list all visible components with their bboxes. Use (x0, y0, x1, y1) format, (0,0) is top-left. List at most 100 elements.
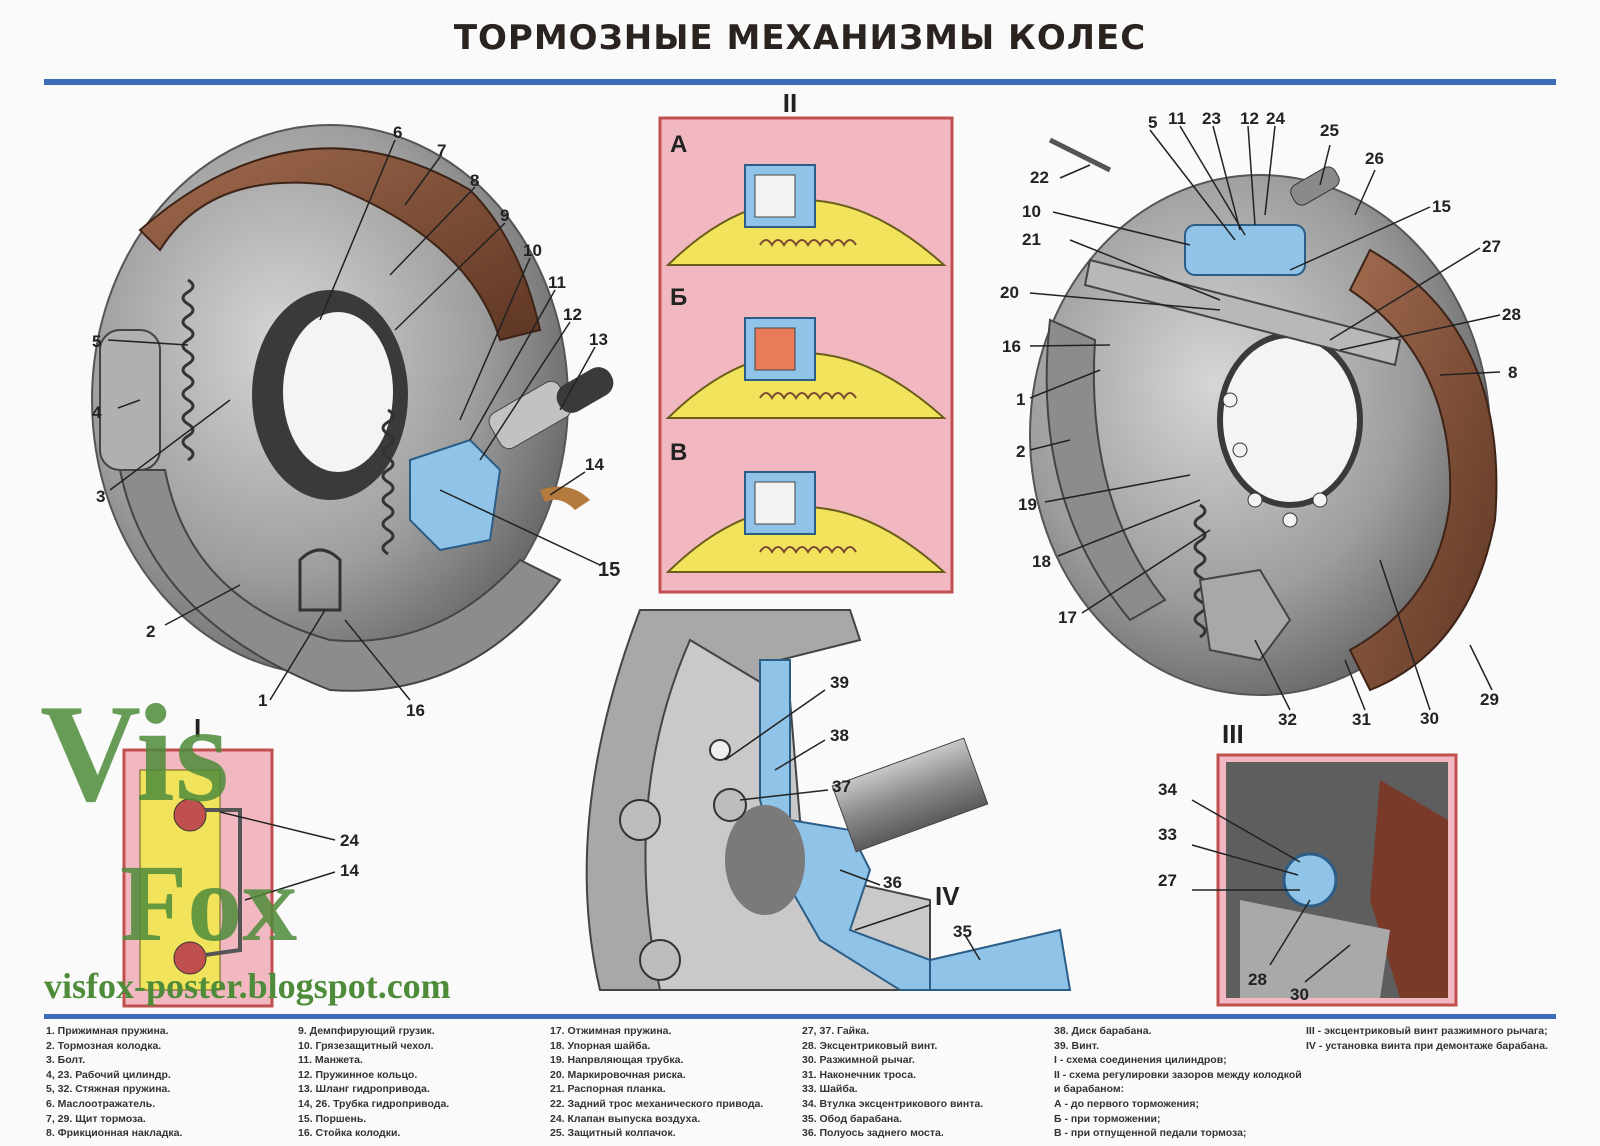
diagram-canvas: 1 2 3 4 5 6 7 8 9 10 11 12 13 14 15 16 I… (40, 88, 1521, 1008)
roman-I: I (194, 713, 201, 743)
callout-left-2: 2 (146, 622, 155, 641)
callout-right-17: 17 (1058, 608, 1077, 627)
roman-III: III (1222, 719, 1244, 749)
legend-item: 4, 23. Рабочий цилиндр. (46, 1068, 171, 1081)
legend-item: 18. Упорная шайба. (550, 1039, 651, 1052)
right-strut-21 (1083, 258, 1402, 367)
legend-item: 28. Эксцентриковый винт. (802, 1039, 938, 1052)
legend-item: 14, 26. Трубка гидропривода. (298, 1097, 450, 1110)
callout-center-37: 37 (832, 777, 851, 796)
legend-item: 20. Маркировочная риска. (550, 1068, 686, 1081)
panel-III-lever (1240, 900, 1390, 998)
legend-item: 8. Фрикционная накладка. (46, 1127, 183, 1140)
center-drum-assembly (585, 609, 1072, 991)
right-brake-lining-8 (1348, 248, 1498, 692)
panel-letter-A: А (670, 131, 687, 158)
legend-item: 9. Демпфирующий грузик. (298, 1025, 435, 1037)
legend-item: 36. Полуось заднего моста. (802, 1127, 944, 1140)
left-wheel-cylinder-4 (99, 329, 161, 471)
panel-III-lining (1370, 780, 1448, 998)
center-callouts (724, 689, 981, 961)
legend-column-4: 27, 37. Гайка. 28. Эксцентриковый винт. … (802, 1024, 1054, 1141)
legend-item: 22. Задний трос механического привода. (550, 1097, 764, 1110)
legend-item: 38. Диск барабана. (1054, 1025, 1152, 1037)
callout-left-6: 6 (393, 123, 402, 142)
legend-item: 31. Наконечник троса. (802, 1068, 917, 1081)
callout-right-15: 15 (1432, 197, 1451, 216)
callout-right-1: 1 (1016, 390, 1025, 409)
legend-item: 34. Втулка эксцентрикового винта. (802, 1097, 984, 1110)
callout-I-14: 14 (340, 861, 359, 880)
right-spring-32 (1193, 503, 1207, 639)
callout-III-30: 30 (1290, 985, 1309, 1004)
right-cap-25 (1290, 166, 1340, 206)
callout-center-39: 39 (830, 673, 849, 692)
callout-right-5: 5 (1148, 113, 1157, 132)
callout-right-20: 20 (1000, 283, 1019, 302)
bottom-divider (44, 1014, 1556, 1019)
callout-center-38: 38 (830, 726, 849, 745)
left-callouts (107, 139, 601, 701)
legend-item: 35. Обод барабана. (802, 1112, 903, 1125)
legend-column-2: 9. Демпфирующий грузик. 10. Грязезащитны… (298, 1024, 550, 1141)
callout-left-13: 13 (589, 330, 608, 349)
callout-right-26: 26 (1365, 149, 1384, 168)
callout-III-33: 33 (1158, 825, 1177, 844)
logo-text-1: Vis (40, 676, 229, 831)
callout-center-35: 35 (953, 922, 972, 941)
page-title: ТОРМОЗНЫЕ МЕХАНИЗМЫ КОЛЕС (453, 18, 1147, 58)
callout-right-8: 8 (1508, 363, 1517, 382)
callout-right-30: 30 (1420, 709, 1439, 728)
callout-III-27: 27 (1158, 871, 1177, 890)
right-wheel-cylinder-23 (1184, 224, 1306, 276)
watermark-url: visfox-poster.blogspot.com (44, 966, 451, 1006)
callout-left-10: 10 (523, 241, 542, 260)
legend-item: 33. Шайба. (802, 1083, 858, 1096)
callout-left-9: 9 (500, 206, 509, 225)
drum-bolt-1 (619, 799, 661, 841)
visfox-logo: Vis Fox (40, 676, 297, 964)
right-hub-bolt-holes (1222, 392, 1328, 528)
callout-left-15: 15 (598, 559, 620, 581)
legend-item: Б - при торможении; (1054, 1112, 1161, 1125)
legend-column-6: III - эксцентриковый винт разжимного рыч… (1306, 1024, 1558, 1141)
callout-left-12: 12 (563, 305, 582, 324)
callout-left-8: 8 (470, 171, 479, 190)
callout-right-22: 22 (1030, 168, 1049, 187)
panel-II-adjustment-schemes: II А Б В (658, 88, 954, 594)
callout-center-36: 36 (883, 873, 902, 892)
legend-item: 6. Маслоотражатель. (46, 1097, 156, 1110)
callout-III-34: 34 (1158, 780, 1177, 799)
panel-letter-V: В (670, 439, 687, 466)
panel-I-cylinder-upper (173, 798, 207, 832)
legend-item: 1. Прижимная пружина. (46, 1025, 169, 1037)
callout-left-7: 7 (437, 141, 446, 160)
callout-right-23: 23 (1202, 109, 1221, 128)
legend-column-5: 38. Диск барабана. 39. Винт. I - схема с… (1054, 1024, 1306, 1141)
callout-right-18: 18 (1032, 552, 1051, 571)
left-brake-assembly (91, 124, 614, 692)
legend-item: 17. Отжимная пружина. (550, 1025, 672, 1037)
legend-item: 5, 32. Стяжная пружина. (46, 1083, 171, 1096)
right-cable-22 (1048, 137, 1112, 173)
legend-item: 13. Шланг гидропривода. (298, 1083, 430, 1096)
legend-item: I - схема соединения цилиндров; (1054, 1054, 1227, 1067)
right-callouts (1029, 125, 1501, 711)
callout-left-16: 16 (406, 701, 425, 720)
callout-left-5: 5 (92, 332, 101, 351)
drum-center-hole (725, 805, 805, 915)
right-brake-assembly (1029, 137, 1498, 696)
left-brake-shoe-lower (118, 469, 562, 692)
right-hub-hole (1217, 332, 1363, 508)
panel-I-cylinder-lower (173, 941, 207, 975)
callout-right-11: 11 (1168, 109, 1186, 128)
drum-flange-35 (929, 928, 1072, 991)
panel-letter-B: Б (670, 284, 687, 311)
left-return-spring-lower (381, 408, 395, 556)
callout-right-25: 25 (1320, 121, 1339, 140)
legend-item: 21. Распорная планка. (550, 1083, 666, 1096)
panel-III-eccentric-screw: III 34 33 27 28 30 (1158, 719, 1458, 1007)
left-return-spring-5 (181, 278, 195, 462)
roman-IV: IV (935, 881, 960, 911)
legend-item: 39. Винт. (1054, 1039, 1100, 1052)
